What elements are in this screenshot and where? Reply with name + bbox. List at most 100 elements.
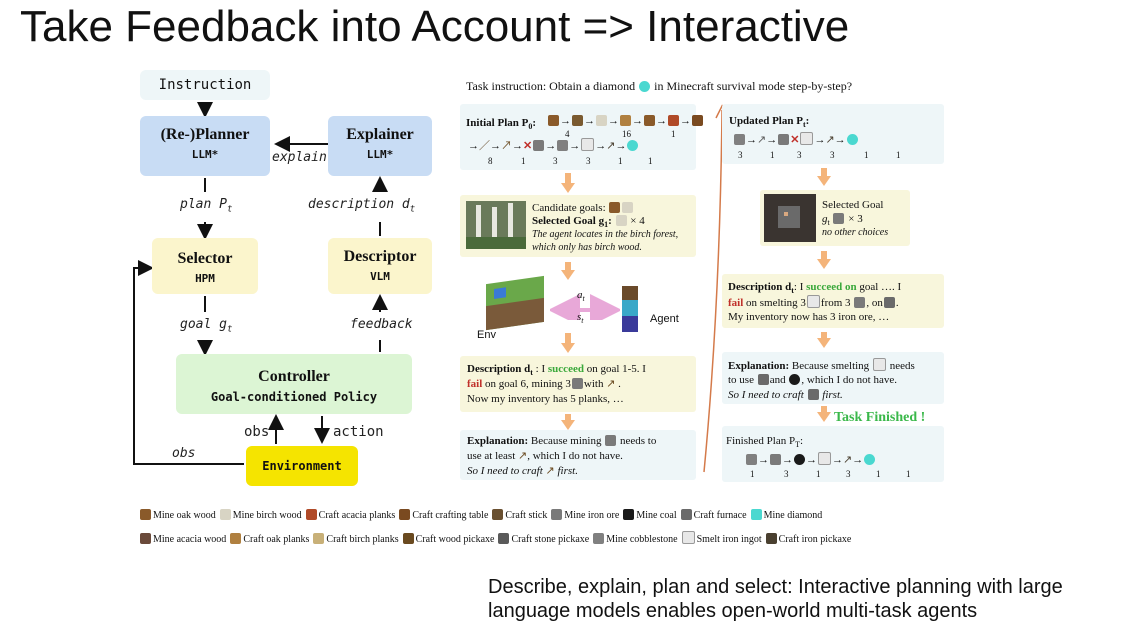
legend-swatch-icon [230, 533, 242, 544]
updated-count-5: 1 [864, 150, 869, 160]
legend-label: Craft stick [505, 510, 548, 521]
description-1-line1: Description dt : I succeed on goal 1-5. … [467, 363, 646, 378]
finished-count-5: 1 [876, 469, 881, 479]
initial-count-1: 4 [565, 129, 570, 139]
legend-label: Craft acacia planks [318, 510, 396, 521]
selected-goal-1: Selected Goal g1: × 4 [532, 215, 645, 230]
flow-arrow-r3 [821, 332, 827, 338]
legend-item: Craft crafting table [399, 509, 489, 521]
task-instruction: Task instruction: Obtain a diamond in Mi… [466, 79, 853, 93]
initial-count-5: 1 [521, 156, 526, 166]
agent-figure [618, 286, 642, 334]
selector-title: Selector [177, 250, 233, 267]
explanation-2-line1: Explanation: Because smelting needs [728, 358, 915, 372]
legend-item: Craft furnace [680, 509, 747, 521]
flow-arrow-2 [565, 262, 571, 270]
selected-goal-2-value: gt × 3 [822, 213, 863, 228]
edge-label-feedback: feedback [350, 317, 413, 332]
legend-label: Smelt iron ingot [696, 534, 762, 545]
cave-image [764, 194, 816, 242]
initial-plan-row1: →→→→→→ [547, 114, 704, 128]
description-2-line1: Description dt: I succeed on goal …. I [728, 281, 902, 296]
flow-arrow-2-head [561, 270, 575, 280]
finished-count-3: 1 [816, 469, 821, 479]
state-label: st [577, 311, 584, 326]
controller-title: Controller [258, 368, 330, 385]
legend-item: Craft wood pickaxe [402, 533, 495, 545]
description-2-panel [722, 274, 944, 328]
explainer-sub: LLM* [366, 148, 394, 161]
legend-swatch-icon [593, 533, 605, 544]
initial-count-7: 3 [586, 156, 591, 166]
legend-item: Mine iron ore [551, 509, 619, 521]
legend-label: Craft furnace [693, 510, 747, 521]
legend-item: Mine diamond [750, 509, 823, 521]
legend-swatch-icon [680, 509, 692, 520]
legend-label: Craft wood pickaxe [415, 534, 495, 545]
legend-item: Craft oak planks [230, 533, 309, 545]
explanation-1-line3: So I need to craft ↗ first. [467, 465, 578, 477]
action-label: at [577, 289, 585, 304]
legend-item: Mine cobblestone [593, 533, 678, 545]
legend-swatch-icon [681, 531, 695, 544]
edge-label-description: description dt [308, 197, 416, 215]
legend-label: Mine oak wood [153, 510, 216, 521]
controller-node: Controller Goal-conditioned Policy [176, 354, 412, 414]
description-2-line3: My inventory now has 3 iron ore, … [728, 311, 890, 323]
legend-item: Smelt iron ingot [681, 531, 762, 545]
agent-label: Agent [650, 313, 679, 325]
edge-label-plan: plan Pt [180, 197, 233, 215]
caption-line-1: Describe, explain, plan and select: Inte… [488, 576, 1063, 598]
finished-count-2: 3 [784, 469, 789, 479]
flow-arrow-4 [565, 414, 571, 420]
legend-swatch-icon [623, 509, 635, 520]
updated-count-2: 1 [770, 150, 775, 160]
legend-swatch-icon [305, 509, 317, 520]
legend-swatch-icon [140, 509, 151, 520]
paper-caption: Describe, explain, plan and select: Inte… [488, 575, 1063, 623]
legend-swatch-icon [219, 509, 231, 520]
legend-swatch-icon [140, 533, 151, 544]
legend-label: Mine diamond [763, 510, 823, 521]
planner-sub: LLM* [191, 148, 219, 161]
environment-label: Environment [262, 459, 342, 473]
legend-label: Craft birch planks [326, 534, 399, 545]
legend-label: Mine birch wood [232, 510, 302, 521]
legend-swatch-icon [765, 533, 777, 544]
diamond-icon [639, 81, 651, 92]
flow-arrow-1-head [561, 183, 575, 193]
slide-title: Take Feedback into Account => Interactiv… [20, 2, 850, 51]
initial-count-8: 1 [618, 156, 623, 166]
legend-label: Craft crafting table [412, 510, 489, 521]
environment-node: Environment [246, 446, 358, 486]
planner-title: (Re-)Planner [160, 126, 250, 143]
descriptor-node: Descriptor VLM [328, 238, 432, 294]
flow-arrow-r1 [821, 168, 827, 176]
flow-arrow-4-head [561, 420, 575, 430]
legend-swatch-icon [399, 509, 411, 520]
flow-arrow-r1-head [817, 176, 831, 186]
edge-label-explain: explain [272, 150, 327, 165]
updated-plan-panel [722, 104, 944, 164]
flow-arrow-r3-head [817, 338, 831, 348]
explanation-2-line2: to use and , which I do not have. [728, 374, 897, 386]
legend-swatch-icon [498, 533, 510, 544]
instruction-node: Instruction [140, 70, 270, 100]
flow-arrow-r2 [821, 251, 827, 259]
explanation-1-line2: use at least ↗, which I do not have. [467, 450, 623, 462]
legend-label: Craft stone pickaxe [511, 534, 590, 545]
agent-note-line2: which only has birch wood. [532, 242, 642, 253]
legend-item: Craft stone pickaxe [498, 533, 590, 545]
descriptor-sub: VLM [370, 270, 390, 283]
flow-arrow-3-head [561, 343, 575, 353]
action-state-arrows [550, 294, 620, 320]
updated-count-3: 3 [797, 150, 802, 160]
selector-sub: HPM [195, 272, 215, 285]
legend-item: Craft acacia planks [305, 509, 396, 521]
birch-forest-image [466, 201, 526, 249]
finished-plan-row: →→→→↗→ [745, 452, 876, 467]
selector-node: Selector HPM [152, 238, 258, 294]
finished-plan-label: Finished Plan PT: [726, 435, 804, 450]
